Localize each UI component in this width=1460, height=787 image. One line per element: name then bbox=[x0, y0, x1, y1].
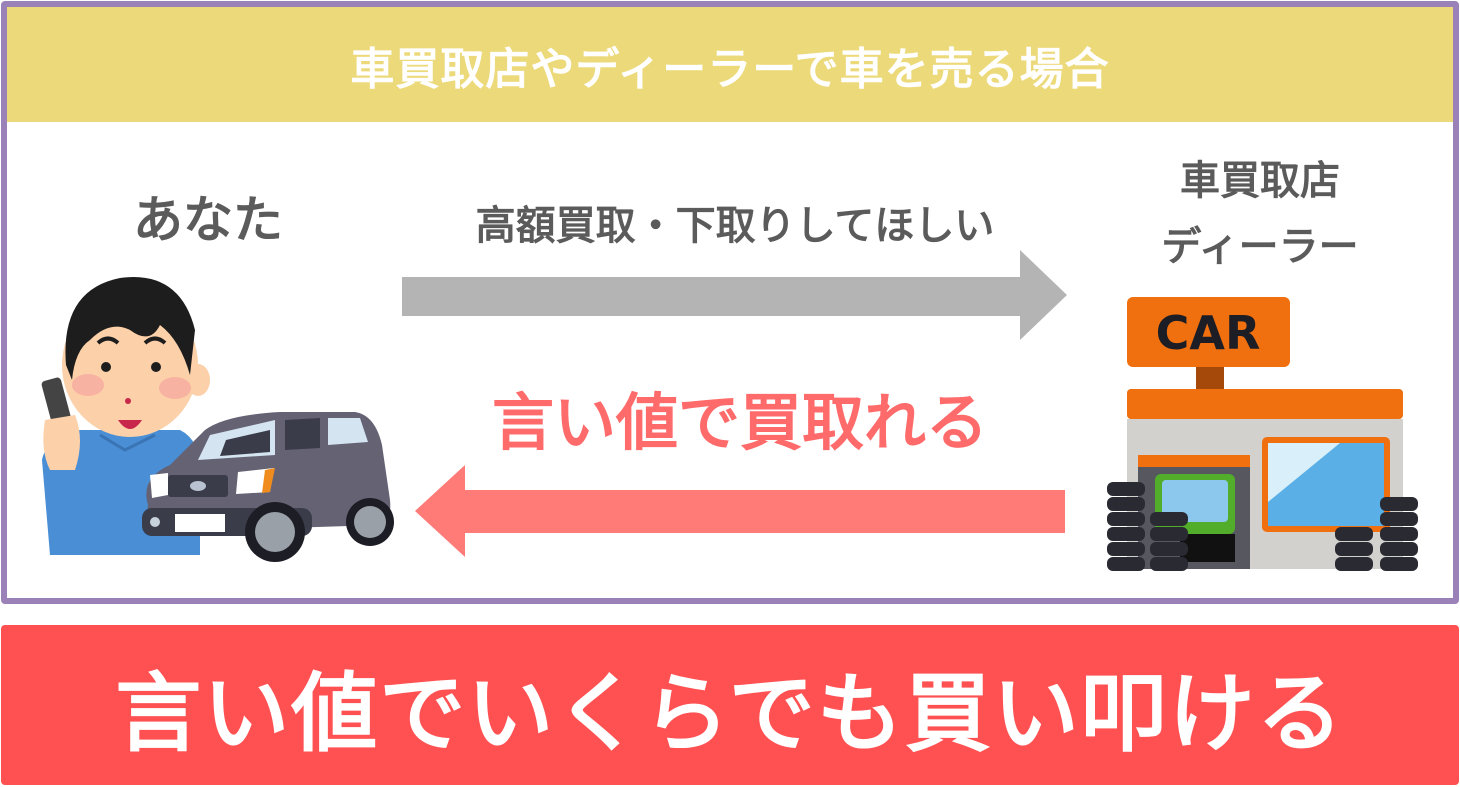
title-banner: 車買取店やディーラーで車を売る場合 bbox=[7, 7, 1453, 122]
you-label: あなた bbox=[133, 191, 283, 249]
shop-sign-text: CAR bbox=[1156, 306, 1261, 360]
person-with-car-icon bbox=[41, 277, 394, 562]
shop-label-line2: ディーラー bbox=[1161, 224, 1359, 270]
arrow-right-icon bbox=[402, 250, 1067, 340]
conclusion-text: 言い値でいくらでも買い叩ける bbox=[115, 663, 1345, 764]
shop-label: 車買取店 ディーラー bbox=[1110, 148, 1410, 280]
shop-label-line1: 車買取店 bbox=[1180, 158, 1340, 204]
banner-title: 車買取店やディーラーで車を売る場合 bbox=[350, 43, 1110, 95]
conclusion-banner: 言い値でいくらでも買い叩ける bbox=[1, 625, 1459, 785]
arrow-left-icon bbox=[415, 465, 1065, 557]
request-label: 高額買取・下取りしてほしい bbox=[475, 203, 995, 249]
response-label: 言い値で買取れる bbox=[491, 386, 988, 459]
car-shop-icon: CAR bbox=[1107, 297, 1418, 571]
